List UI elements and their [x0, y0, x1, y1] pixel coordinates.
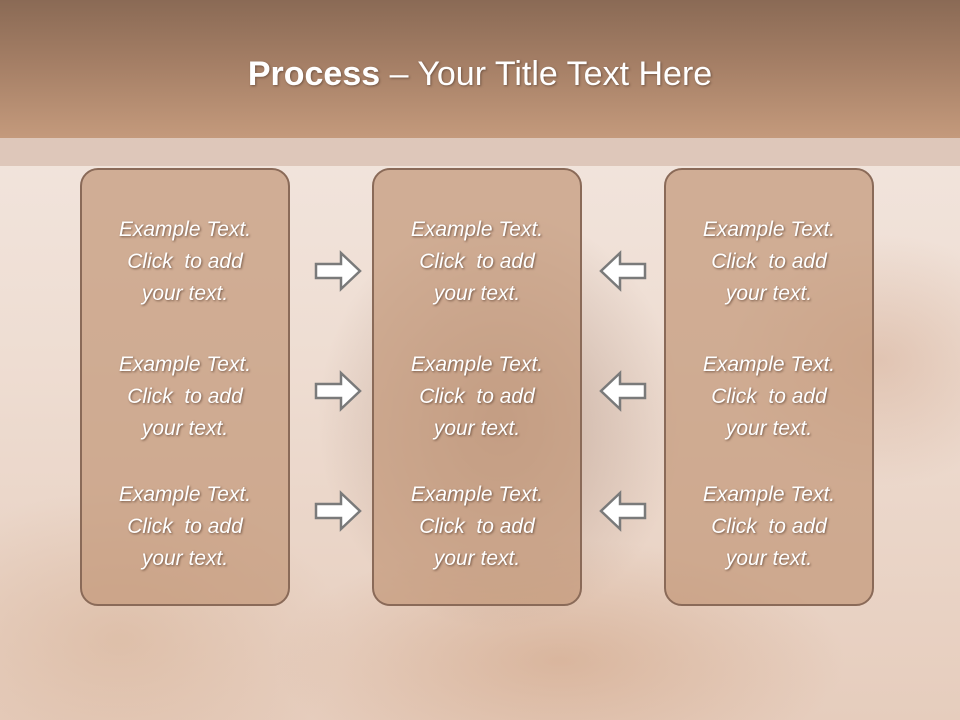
process-box-left[interactable]: Example Text. Click to add your text. Ex…	[80, 168, 290, 606]
text-line: your text.	[433, 417, 521, 440]
text-line: Click to add	[419, 515, 535, 538]
process-box-center[interactable]: Example Text. Click to add your text. Ex…	[372, 168, 582, 606]
slide-title[interactable]: Process – Your Title Text Here	[0, 52, 960, 96]
text-line: your text.	[433, 547, 521, 570]
text-line: Example Text.	[702, 218, 836, 241]
text-line: your text.	[725, 282, 813, 305]
right-arrow-icon	[314, 490, 362, 532]
title-bar-band	[0, 138, 960, 166]
text-line: Example Text.	[410, 218, 544, 241]
text-placeholder[interactable]: Example Text. Click to add your text.	[82, 349, 288, 445]
text-placeholder[interactable]: Example Text. Click to add your text.	[82, 479, 288, 575]
right-arrow-icon	[314, 370, 362, 412]
left-arrow-icon	[599, 370, 647, 412]
text-line: Click to add	[711, 385, 827, 408]
text-line: your text.	[141, 282, 229, 305]
title-bar	[0, 0, 960, 138]
text-line: your text.	[141, 417, 229, 440]
text-line: Click to add	[127, 385, 243, 408]
text-line: Click to add	[711, 250, 827, 273]
left-arrow-icon	[599, 250, 647, 292]
text-line: Example Text.	[702, 353, 836, 376]
text-line: Click to add	[419, 250, 535, 273]
text-line: Example Text.	[702, 483, 836, 506]
text-placeholder[interactable]: Example Text. Click to add your text.	[666, 479, 872, 575]
text-line: Click to add	[711, 515, 827, 538]
text-placeholder[interactable]: Example Text. Click to add your text.	[374, 479, 580, 575]
text-line: Example Text.	[118, 483, 252, 506]
text-placeholder[interactable]: Example Text. Click to add your text.	[82, 214, 288, 310]
text-line: your text.	[433, 282, 521, 305]
text-placeholder[interactable]: Example Text. Click to add your text.	[666, 214, 872, 310]
text-placeholder[interactable]: Example Text. Click to add your text.	[374, 349, 580, 445]
text-placeholder[interactable]: Example Text. Click to add your text.	[666, 349, 872, 445]
text-line: Click to add	[419, 385, 535, 408]
process-box-right[interactable]: Example Text. Click to add your text. Ex…	[664, 168, 874, 606]
text-placeholder[interactable]: Example Text. Click to add your text.	[374, 214, 580, 310]
text-line: Click to add	[127, 250, 243, 273]
text-line: Example Text.	[410, 483, 544, 506]
text-line: Example Text.	[118, 218, 252, 241]
text-line: your text.	[725, 417, 813, 440]
right-arrow-icon	[314, 250, 362, 292]
text-line: Example Text.	[410, 353, 544, 376]
slide-title-rest: – Your Title Text Here	[380, 55, 713, 93]
slide-title-bold: Process	[247, 55, 381, 93]
text-line: your text.	[725, 547, 813, 570]
text-line: Click to add	[127, 515, 243, 538]
text-line: Example Text.	[118, 353, 252, 376]
text-line: your text.	[141, 547, 229, 570]
left-arrow-icon	[599, 490, 647, 532]
